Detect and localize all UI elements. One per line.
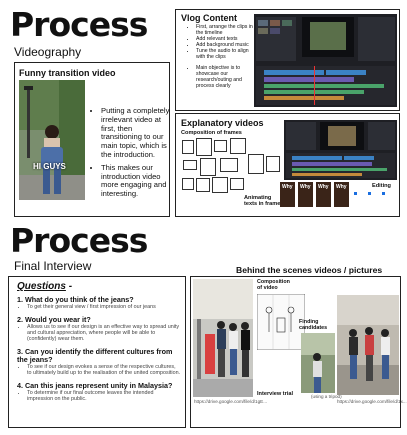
composition-frames-label: Composition of frames — [181, 130, 242, 136]
question-2: 2. Would you wear it? — [17, 315, 91, 324]
poster-word-2: Why — [300, 184, 311, 190]
answer-2: Allows us to see if our design is an eff… — [27, 324, 181, 342]
vlog-bullet-5: Main objective is to showcase our resear… — [196, 65, 258, 89]
vlog-bullet-3: Add background music — [196, 42, 258, 48]
funny-transition-photo — [19, 80, 85, 200]
bts-composition-sketch — [257, 294, 305, 350]
bts-finding-label: Finding candidates — [299, 319, 328, 331]
question-1: 1. What do you think of the jeans? — [17, 295, 134, 304]
funny-bullet-1: Putting a completely irrelevant video at… — [101, 106, 175, 160]
vlog-bullet-4: Tune the audio to align with the clips — [196, 48, 258, 60]
bts-title: Behind the scenes videos / pictures — [236, 265, 383, 275]
top-title: Process — [10, 5, 148, 44]
funny-transition-bullets: Putting a completely irrelevant video at… — [91, 106, 175, 203]
vlog-content-title: Vlog Content — [181, 13, 237, 23]
question-4: 4. Can this jeans represent unity in Mal… — [17, 381, 173, 390]
vlog-bullet-1: First, arrange the clips in the timeline — [196, 24, 258, 36]
bts-panel: https://drive.google.com/file/d/1gE... C… — [190, 276, 407, 428]
explanatory-editor-screenshot — [284, 120, 397, 180]
bts-photo-street — [337, 295, 399, 395]
funny-bullet-2: This makes our introduction video more e… — [101, 163, 175, 199]
questions-list: 1. What do you think of the jeans? To ge… — [17, 295, 181, 403]
bts-photo-trial — [301, 333, 335, 393]
top-subtitle: Videography — [14, 45, 82, 59]
explanatory-videos-panel: Explanatory videos Composition of frames… — [175, 113, 400, 217]
bts-composition-label: Composition of video — [257, 279, 290, 291]
bts-caption-mid: (using a tripod) — [311, 394, 342, 399]
bts-interview-label: Interview trial — [257, 391, 294, 397]
poster-word-1: Why — [282, 184, 293, 190]
vlog-editor-screenshot — [254, 14, 397, 107]
questions-heading: Questions — [17, 281, 66, 292]
answer-1: To get their general view / first impres… — [27, 304, 181, 310]
vlog-bullet-2: Add relevant texts — [196, 36, 258, 42]
bts-caption-left: https://drive.google.com/file/d/1gE... — [194, 399, 268, 404]
editing-label: Editing — [372, 183, 391, 189]
answer-3: To see if our design evokes a sense of t… — [27, 364, 181, 376]
funny-transition-title: Funny transition video — [19, 68, 116, 78]
animating-texts-label: Animating texts in frames — [244, 195, 284, 207]
question-3: 3. Can you identify the different cultur… — [17, 347, 173, 364]
bts-photo-interview — [193, 279, 253, 397]
poster-word-4: Why — [336, 184, 347, 190]
vlog-content-bullets: First, arrange the clips in the timeline… — [186, 24, 258, 89]
funny-transition-panel: Funny transition video HI GUYS Putting a… — [14, 62, 170, 217]
bottom-subtitle: Final Interview — [14, 259, 92, 273]
vlog-content-panel: Vlog Content First, arrange the clips in… — [175, 9, 400, 111]
bottom-title: Process — [10, 221, 148, 260]
questions-dash: - — [68, 281, 73, 292]
answer-4: To determine if our final outcome leaves… — [27, 390, 181, 402]
poster-word-3: Why — [318, 184, 329, 190]
explanatory-title: Explanatory videos — [181, 118, 264, 128]
funny-photo-caption: HI GUYS — [33, 162, 66, 171]
questions-panel: Questions - 1. What do you think of the … — [8, 276, 186, 428]
bts-caption-right: https://drive.google.com/file/d/1x... — [337, 399, 407, 404]
